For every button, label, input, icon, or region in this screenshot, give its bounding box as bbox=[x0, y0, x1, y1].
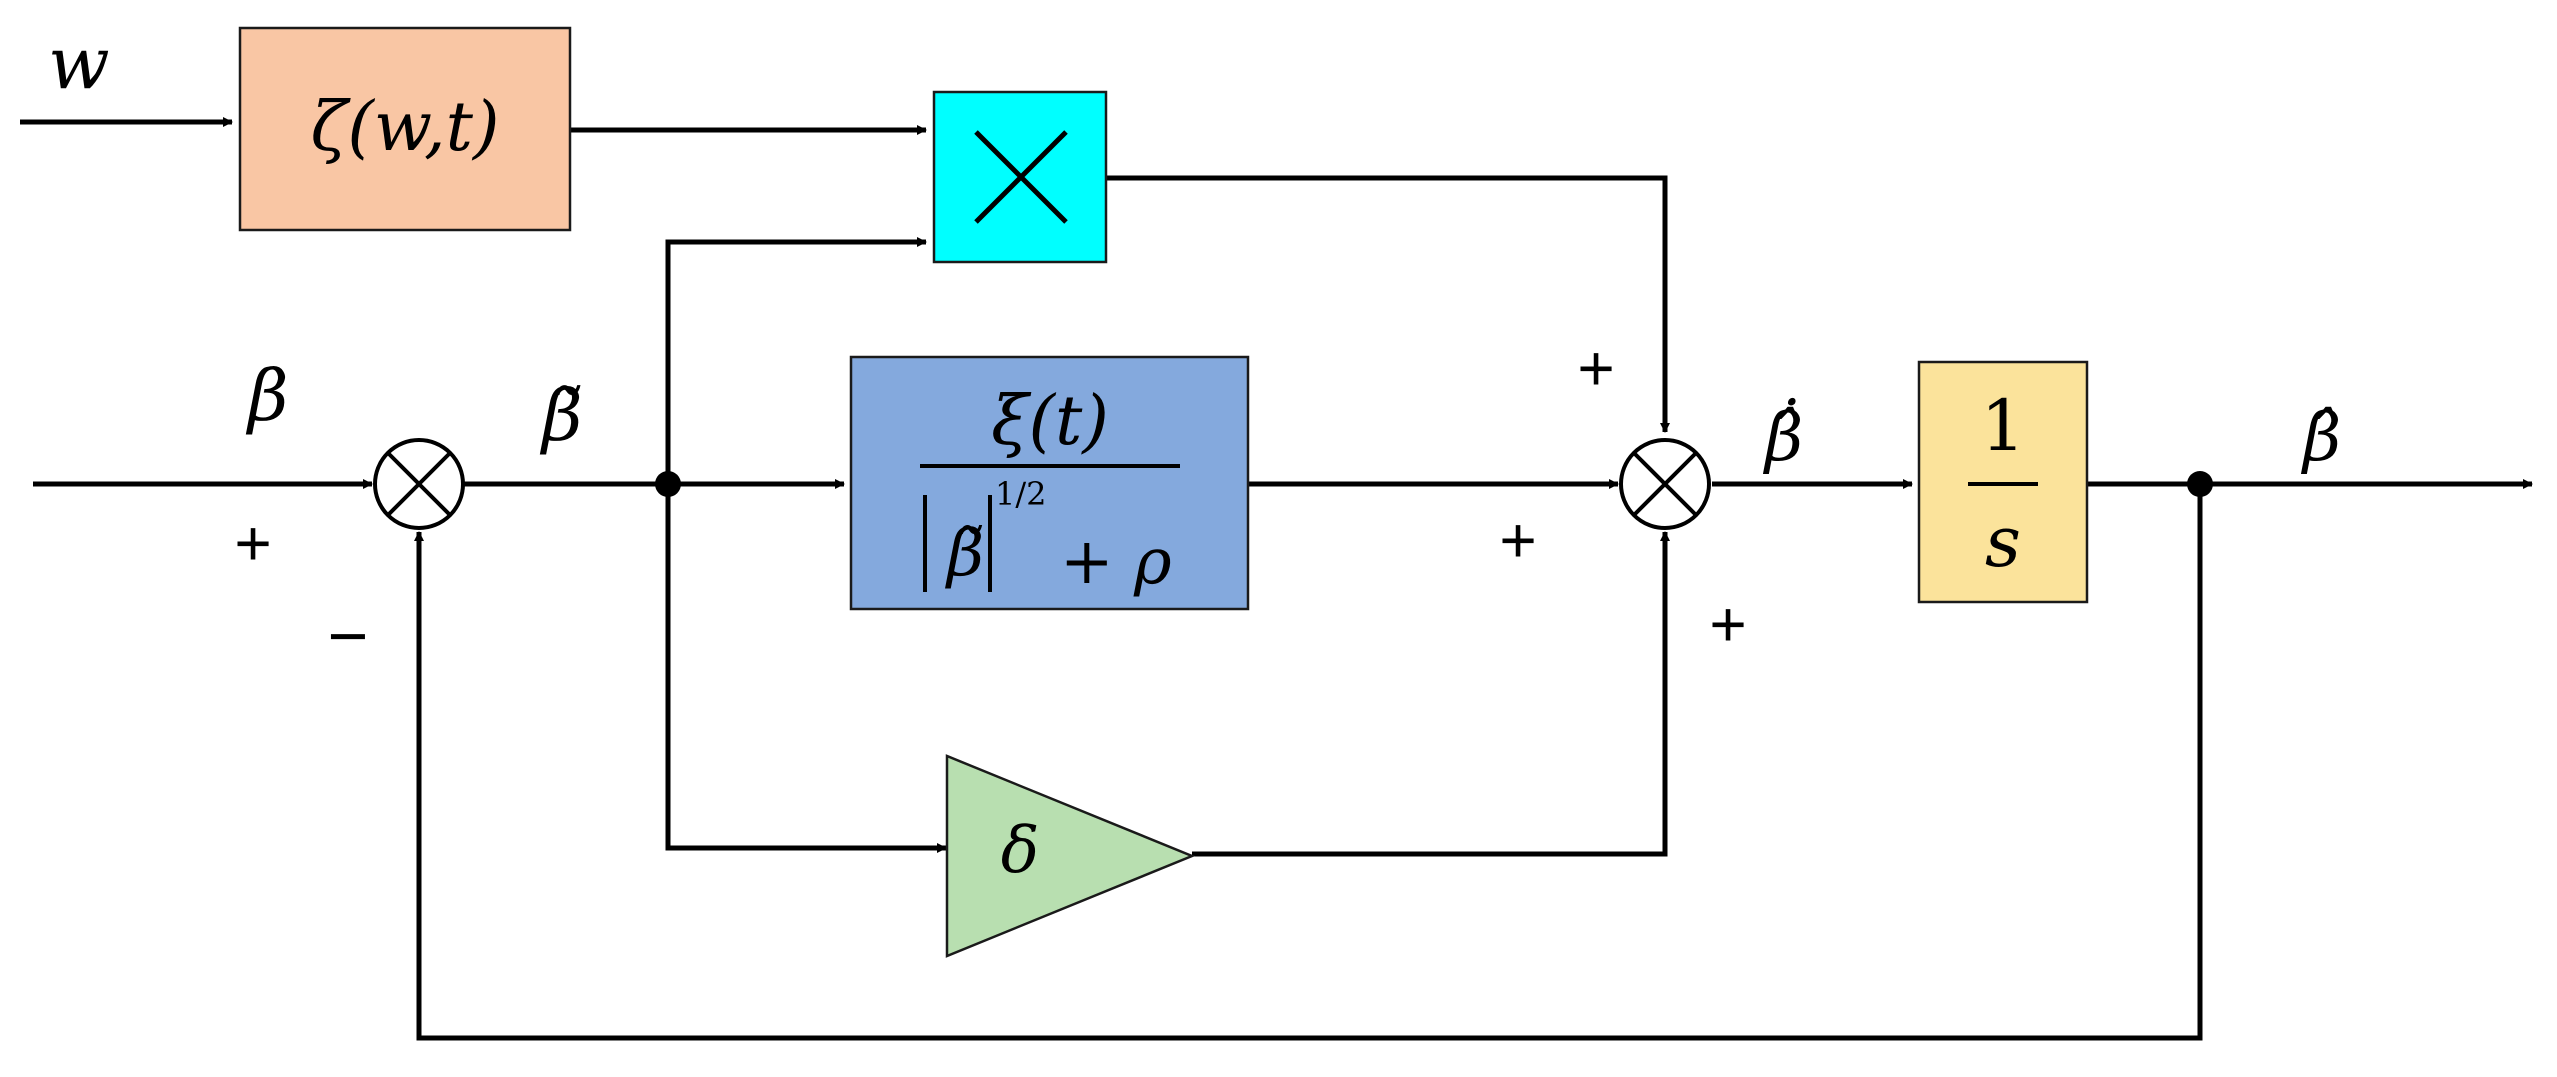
delta-text: δ bbox=[1001, 814, 1040, 888]
delta-triangle bbox=[945, 754, 1196, 958]
label-beta-hat: β̂ bbox=[2300, 399, 2341, 476]
sign-sum1-minus: − bbox=[328, 597, 369, 675]
sign-sum2-top: + bbox=[1577, 332, 1614, 404]
integrator-denominator: s bbox=[1985, 501, 2021, 583]
sign-sum2-bottom: + bbox=[1709, 588, 1746, 660]
delta-block: δ bbox=[945, 754, 1196, 958]
gain-numerator: ξ(t) bbox=[991, 382, 1109, 461]
multiplier-cross-b bbox=[974, 130, 1068, 224]
gain-block: ξ(t) β̃ 1/2 + ρ bbox=[849, 355, 1250, 611]
branch-point-error bbox=[655, 471, 681, 497]
branch-point-output bbox=[2187, 471, 2213, 497]
gain-exponent: 1/2 bbox=[995, 475, 1047, 513]
signal-wires bbox=[20, 117, 2533, 1041]
zeta-box bbox=[238, 26, 572, 232]
sum2-cross-b bbox=[1632, 451, 1698, 517]
label-w: w bbox=[48, 21, 110, 105]
wire-delta-to-sum2 bbox=[1192, 531, 1670, 857]
gain-box bbox=[849, 355, 1250, 611]
gain-denominator-rest: + ρ bbox=[1060, 525, 1172, 599]
zeta-block: ζ(w,t) bbox=[238, 26, 572, 232]
zeta-text: ζ(w,t) bbox=[311, 88, 500, 167]
wire-branch-to-delta bbox=[665, 484, 947, 853]
label-beta-hat-dot: β̂̇ bbox=[1762, 398, 1803, 476]
label-beta: β bbox=[245, 355, 288, 437]
wire-multiplier-to-sum2 bbox=[1105, 175, 1670, 433]
summing-junction-1 bbox=[373, 438, 465, 530]
sign-sum1-plus: + bbox=[234, 507, 271, 579]
summing-junction-2 bbox=[1619, 438, 1711, 530]
integrator-numerator: 1 bbox=[1981, 385, 2026, 467]
wire-branch-to-multiplier bbox=[665, 237, 927, 484]
label-beta-tilde: β̃ bbox=[539, 375, 582, 457]
sign-sum2-left: + bbox=[1499, 504, 1536, 576]
gain-denominator-beta: β̃ bbox=[945, 517, 984, 591]
multiplier-block bbox=[932, 90, 1108, 264]
sum1-cross-b bbox=[386, 451, 452, 517]
integrator-block: 1 s bbox=[1917, 360, 2089, 604]
wire-feedback bbox=[414, 484, 2203, 1041]
